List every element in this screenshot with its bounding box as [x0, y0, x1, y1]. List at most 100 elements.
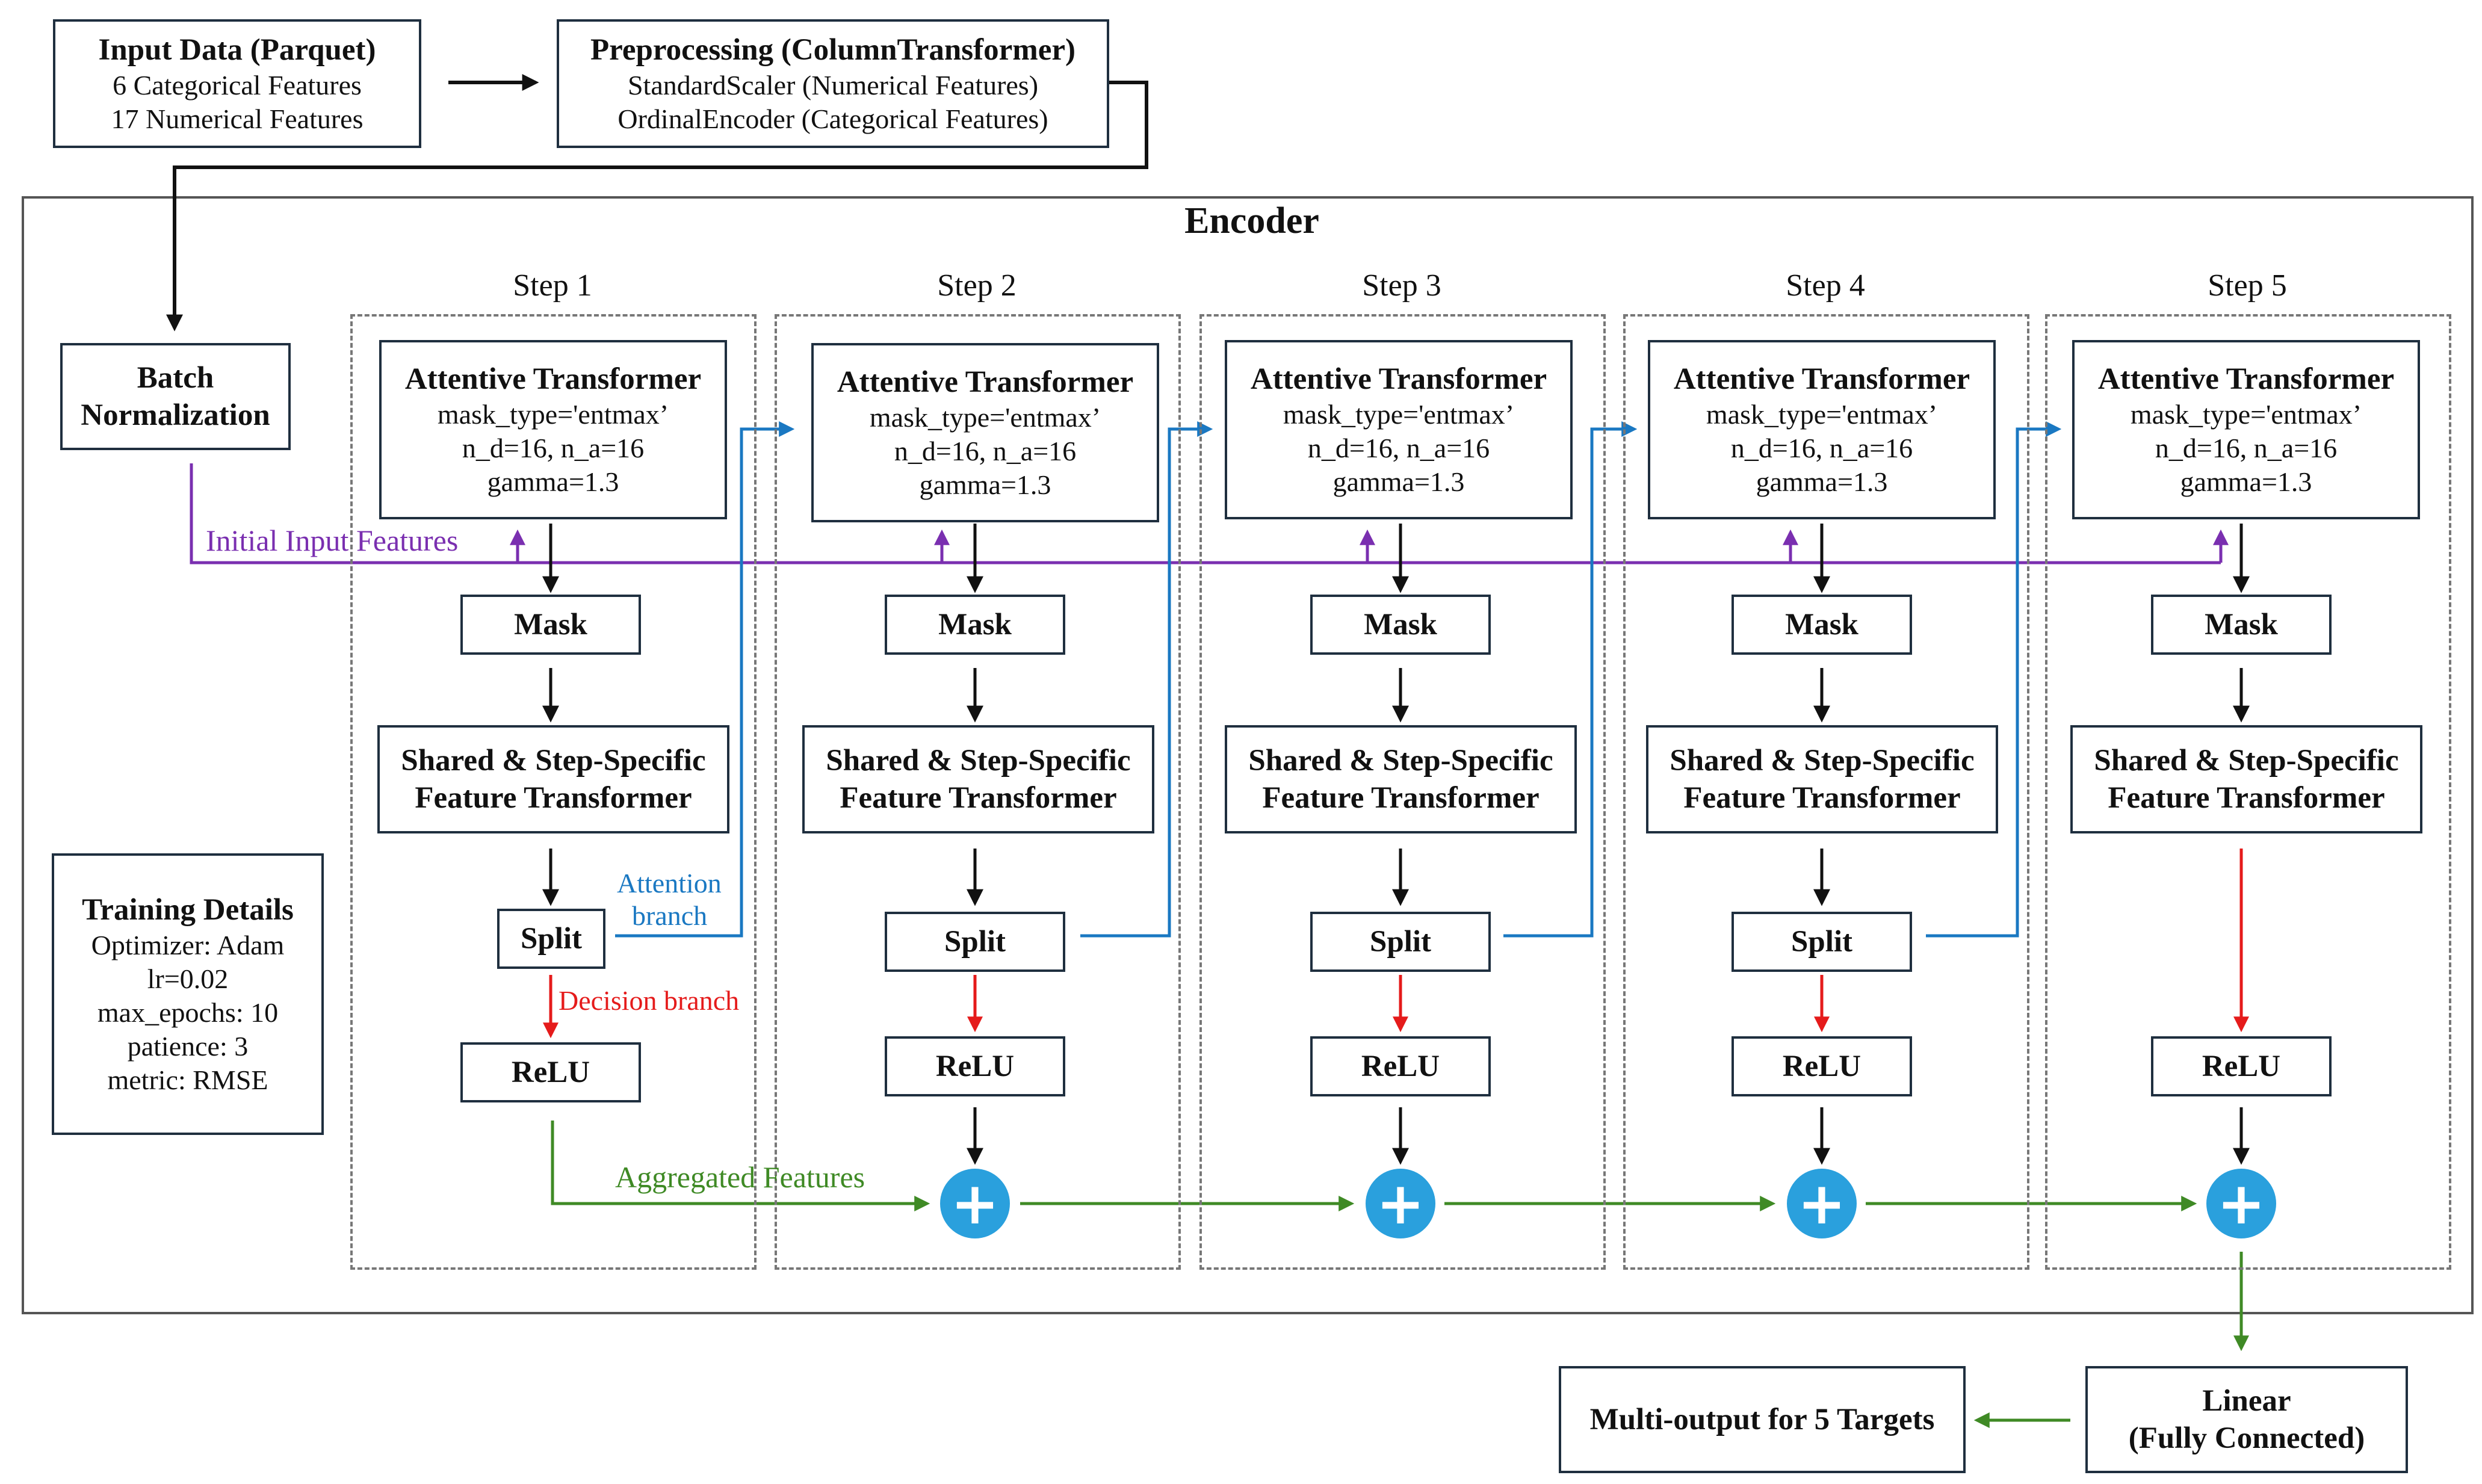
initial-input-features-label: Initial Input Features [206, 524, 459, 557]
batch-norm-line1: Batch [137, 361, 214, 395]
steps-2-mask-type: mask_type='entmax’ [1283, 399, 1515, 430]
steps-2-att-title: Attentive Transformer [1250, 362, 1547, 396]
attention-arrows [615, 421, 2062, 938]
encoder-title: Encoder [1184, 200, 1319, 241]
preprocessing-line2: OrdinalEncoder (Categorical Features) [617, 104, 1048, 134]
step-3-mask: Mask [1310, 595, 1491, 655]
step-3-relu: ReLU [1310, 1036, 1491, 1096]
attention-branch-label-1: Attention [617, 868, 722, 898]
step-2-aggregate-plus: + [940, 1169, 1010, 1238]
steps-1-ft2: Feature Transformer [840, 781, 1117, 815]
steps-0-ft2: Feature Transformer [415, 781, 692, 815]
linear-line1: Linear [2202, 1384, 2291, 1418]
step-4-relu: ReLU [1732, 1036, 1912, 1096]
step-1-n: n_d=16, n_a=16 [462, 433, 645, 463]
steps-2-gamma: gamma=1.3 [1332, 466, 1465, 497]
input-data-title: Input Data (Parquet) [98, 33, 376, 67]
steps-1-ft1: Shared & Step-Specific [826, 744, 1131, 778]
preprocessing-title: Preprocessing (ColumnTransformer) [590, 33, 1075, 67]
aggregated-features-label: Aggregated Features [615, 1160, 865, 1194]
steps-2-ft1: Shared & Step-Specific [1248, 744, 1553, 778]
initial-input-line [190, 463, 2221, 564]
steps-4-ft2: Feature Transformer [2108, 781, 2385, 815]
steps-4-gamma: gamma=1.3 [2180, 466, 2312, 497]
steps-1-gamma: gamma=1.3 [919, 469, 1051, 500]
batch-norm-line2: Normalization [81, 398, 270, 432]
steps-0-split: Split [520, 922, 583, 956]
step-1-label: Step 1 [513, 268, 592, 303]
steps-1-att-title: Attentive Transformer [837, 365, 1134, 399]
step-5-relu: ReLU [2151, 1036, 2332, 1096]
input-data-line1: 6 Categorical Features [113, 70, 362, 100]
training-details-box: Training Details Optimizer: Adam lr=0.02… [52, 853, 324, 1135]
input-data-box: Input Data (Parquet) 6 Categorical Featu… [53, 19, 421, 148]
step-2-split: Split [885, 912, 1065, 972]
training-patience: patience: 3 [127, 1031, 249, 1062]
step-3-aggregate-plus: + [1366, 1169, 1435, 1238]
arrow-preprocessing-to-batchnorm [166, 81, 1148, 332]
steps-2-n: n_d=16, n_a=16 [1307, 433, 1490, 463]
training-optimizer: Optimizer: Adam [91, 930, 285, 960]
encoder-frame [22, 196, 2474, 1314]
step-1-gamma: gamma=1.3 [487, 466, 619, 497]
decision-arrows [543, 849, 2249, 1039]
step-2-mask: Mask [885, 595, 1065, 655]
steps-1-split: Split [944, 925, 1006, 959]
preprocessing-line1: StandardScaler (Numerical Features) [627, 70, 1039, 100]
steps-4-ft1: Shared & Step-Specific [2094, 744, 2399, 778]
step-4-split: Split [1732, 912, 1912, 972]
steps-3-split: Split [1790, 925, 1853, 959]
step-4-aggregate-plus: + [1787, 1169, 1857, 1238]
step-1-split: Split [497, 909, 605, 969]
step-2-relu: ReLU [885, 1036, 1065, 1096]
step-3-frame [1199, 314, 1606, 1270]
steps-2-mask: Mask [1364, 608, 1437, 642]
step-1-frame [350, 314, 757, 1270]
steps-4-mask: Mask [2205, 608, 2278, 642]
steps-3-relu: ReLU [1782, 1050, 1862, 1083]
step-1-attentive-transformer: Attentive Transformer mask_type='entmax’… [379, 340, 727, 519]
steps-3-ft2: Feature Transformer [1683, 781, 1961, 815]
output-label: Multi-output for 5 Targets [1589, 1403, 1935, 1436]
steps-3-n: n_d=16, n_a=16 [1730, 433, 1913, 463]
step-4-label: Step 4 [1786, 268, 1865, 303]
step-4-frame [1623, 314, 2029, 1270]
steps-2-ft2: Feature Transformer [1262, 781, 1540, 815]
steps-3-mask-type: mask_type='entmax’ [1706, 399, 1938, 430]
steps-4-relu: ReLU [2202, 1050, 2281, 1083]
step-1-mask: Mask [460, 595, 641, 655]
training-title: Training Details [82, 893, 294, 927]
steps-1-mask: Mask [938, 608, 1012, 642]
step-3-label: Step 3 [1362, 268, 1441, 303]
steps-1-n: n_d=16, n_a=16 [894, 436, 1077, 466]
step-1-att-title: Attentive Transformer [404, 362, 702, 396]
linear-box: Linear(Fully Connected) [2085, 1366, 2408, 1473]
steps-0-ft1: Shared & Step-Specific [401, 744, 706, 778]
steps-3-att-title: Attentive Transformer [1673, 362, 1970, 396]
steps-1-mask-type: mask_type='entmax’ [869, 402, 1101, 433]
steps-4-mask-type: mask_type='entmax’ [2130, 399, 2362, 430]
step-1-relu: ReLU [460, 1042, 641, 1102]
steps-1-relu: ReLU [935, 1050, 1015, 1083]
steps-3-ft1: Shared & Step-Specific [1670, 744, 1975, 778]
step-3-split: Split [1310, 912, 1491, 972]
aggregation-arrows [551, 1121, 2249, 1428]
decision-branch-label: Decision branch [559, 985, 740, 1016]
step-4-mask: Mask [1732, 595, 1912, 655]
step-5-label: Step 5 [2208, 268, 2287, 303]
steps-3-gamma: gamma=1.3 [1756, 466, 1888, 497]
steps-4-att-title: Attentive Transformer [2097, 362, 2395, 396]
step-2-label: Step 2 [937, 268, 1017, 303]
training-lr: lr=0.02 [147, 963, 229, 994]
step-5-aggregate-plus: + [2206, 1169, 2276, 1238]
training-metric: metric: RMSE [107, 1065, 268, 1095]
